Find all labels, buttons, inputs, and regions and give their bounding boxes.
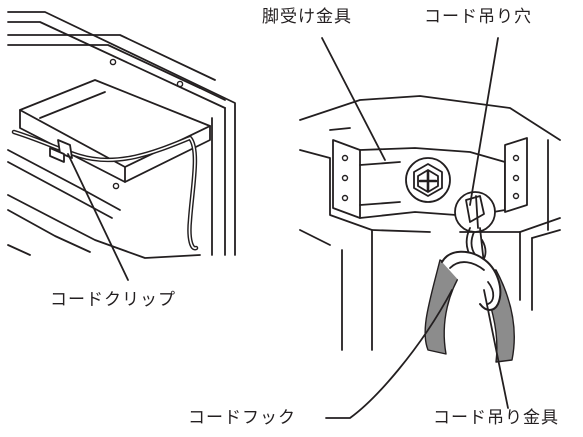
right-panel-illustration [299, 37, 561, 419]
cord-hook-label: コードフック [188, 408, 296, 428]
cord-hole-label: コード吊り穴 [424, 7, 532, 27]
cord-hanger-label: コード吊り金具 [433, 408, 559, 428]
cord-clip-label: コードクリップ [50, 290, 176, 310]
foot-bracket-label: 脚受け金具 [262, 7, 352, 27]
left-panel-illustration [7, 11, 236, 281]
